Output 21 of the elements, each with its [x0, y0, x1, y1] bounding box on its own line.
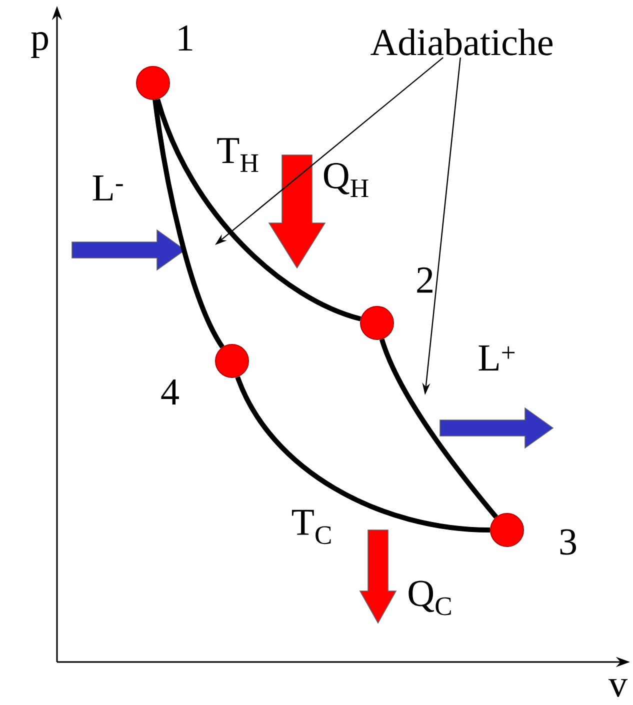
axis-label: p	[31, 32, 48, 58]
process-curve	[235, 376, 490, 532]
heat-label: Q$_{C}$	[408, 580, 451, 616]
state-point	[490, 513, 524, 547]
edge-label: T$_{H}$	[216, 137, 260, 173]
heat-label: Q$_{H}$	[324, 163, 368, 197]
point-number: 1	[178, 25, 192, 51]
axis-label: v	[608, 679, 628, 697]
edge-label: T$_{C}$	[290, 508, 334, 546]
state-point	[215, 344, 249, 378]
point-number: 3	[560, 529, 576, 555]
annotation-text: Adiabatiche	[370, 28, 552, 56]
state-point	[136, 66, 170, 100]
point-number: 2	[417, 267, 432, 293]
state-point	[360, 306, 394, 340]
process-curve	[152, 100, 224, 348]
process-curve	[155, 98, 362, 322]
point-number: 4	[161, 380, 179, 404]
process-curve	[380, 338, 498, 519]
work-label: L$^{-}$	[92, 176, 123, 200]
work-label: L$^{+}$	[478, 346, 515, 370]
